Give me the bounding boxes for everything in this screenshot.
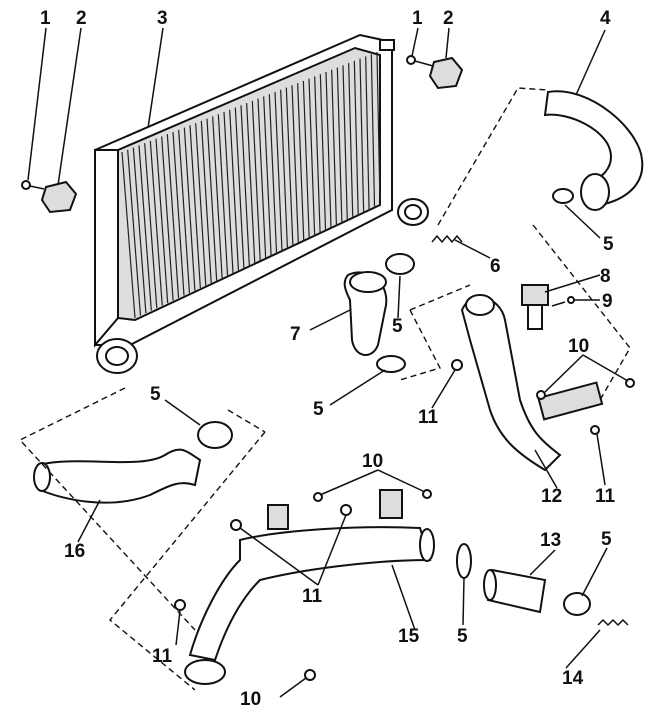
callout-6: 6 bbox=[490, 256, 501, 277]
clamp-5-upper bbox=[552, 188, 574, 204]
bolt-11-d bbox=[340, 504, 352, 516]
dash-7 bbox=[399, 309, 442, 381]
clamp-5-outlet bbox=[385, 253, 415, 275]
dash-4 bbox=[437, 87, 549, 226]
grommet-2-right bbox=[428, 56, 464, 90]
dash-16-left bbox=[18, 387, 196, 631]
callout-5-pipe: 5 bbox=[457, 626, 468, 647]
pipe-15 bbox=[184, 489, 435, 685]
callout-11-left: 11 bbox=[152, 646, 173, 667]
callout-9: 9 bbox=[602, 291, 613, 312]
hose-7 bbox=[343, 271, 388, 356]
callout-11-right: 11 bbox=[595, 486, 616, 507]
clamp-5-lower bbox=[376, 355, 406, 373]
nut-10-a bbox=[536, 390, 546, 400]
callout-1-left: 1 bbox=[40, 8, 51, 29]
nut-10-e bbox=[304, 669, 316, 681]
dash-5-right bbox=[532, 224, 631, 401]
callout-4: 4 bbox=[600, 8, 611, 29]
spring-clip-6 bbox=[431, 234, 463, 244]
grommet-2-left bbox=[40, 180, 78, 214]
intercooler-radiator bbox=[94, 33, 429, 374]
callout-8: 8 bbox=[600, 266, 611, 287]
hose-13 bbox=[483, 568, 547, 614]
callout-5-hose13: 5 bbox=[601, 529, 612, 550]
callout-16: 16 bbox=[64, 541, 85, 562]
callout-10-right: 10 bbox=[568, 336, 589, 357]
callout-12: 12 bbox=[541, 486, 562, 507]
bolt-1-left bbox=[21, 180, 45, 190]
clamp-5-hose13 bbox=[563, 592, 591, 616]
hose-16 bbox=[33, 421, 233, 504]
leader-lines bbox=[27, 27, 629, 698]
dash-15-left bbox=[109, 431, 266, 691]
clamp-5-pipe bbox=[456, 543, 472, 579]
callout-14: 14 bbox=[562, 668, 584, 689]
callout-5-hose7: 5 bbox=[392, 316, 403, 337]
bolt-11-c bbox=[230, 519, 242, 531]
hose-4 bbox=[543, 90, 644, 211]
bolt-11-mid bbox=[451, 359, 463, 371]
bolt-1-right bbox=[406, 55, 434, 67]
bolt-9 bbox=[551, 296, 575, 307]
pressure-sensor-8 bbox=[521, 284, 549, 330]
callout-5-hose16: 5 bbox=[150, 384, 161, 405]
bolt-11-e bbox=[174, 599, 186, 611]
dash-8 bbox=[409, 284, 471, 311]
callout-10-center: 10 bbox=[362, 451, 383, 472]
callout-2-right: 2 bbox=[443, 8, 454, 29]
dash-16-top bbox=[227, 409, 266, 433]
pipe-12 bbox=[460, 294, 604, 472]
callout-7: 7 bbox=[290, 324, 301, 345]
bolt-11-right bbox=[590, 425, 600, 435]
spring-clip-14 bbox=[597, 618, 629, 627]
callout-3: 3 bbox=[157, 8, 168, 29]
callout-5-clamp-lower: 5 bbox=[313, 399, 324, 420]
callout-2-left: 2 bbox=[76, 8, 87, 29]
callout-13: 13 bbox=[540, 530, 561, 551]
callout-15: 15 bbox=[398, 626, 420, 647]
callout-1-right: 1 bbox=[412, 8, 423, 29]
callout-10-bottom: 10 bbox=[240, 689, 261, 710]
callout-11-center: 11 bbox=[302, 586, 323, 607]
callout-11-mid: 11 bbox=[418, 407, 439, 428]
callout-5-upper-right: 5 bbox=[603, 234, 614, 255]
